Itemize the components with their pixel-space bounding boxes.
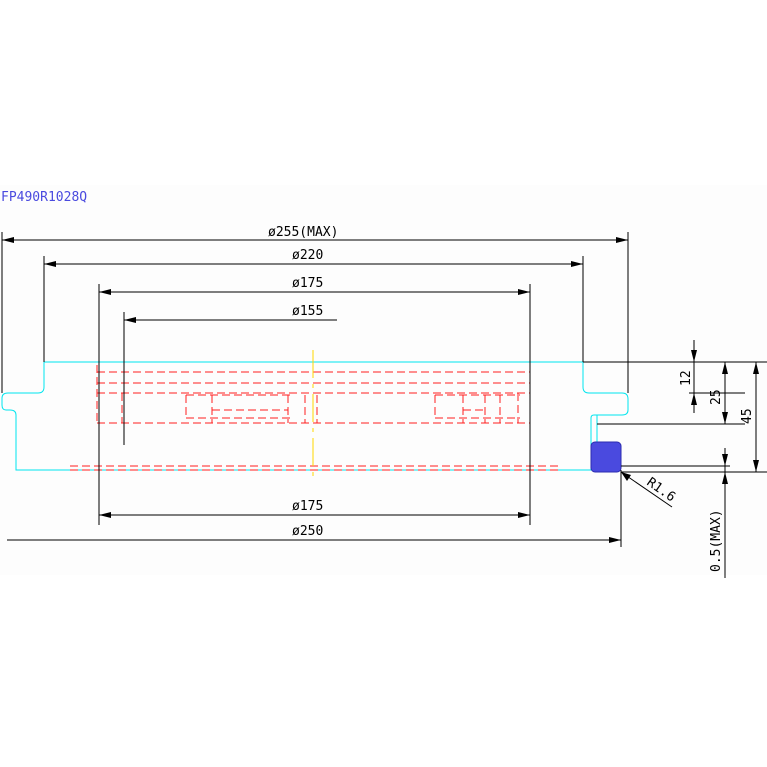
drawing-sheet (0, 185, 767, 575)
arrow-155-left (124, 317, 136, 323)
label-h25: 25 (709, 389, 724, 405)
arrow-220-left (44, 261, 56, 267)
label-d175-top: ø175 (292, 276, 323, 291)
arrow-12-top (691, 350, 697, 362)
arrow-175b-left (99, 512, 111, 518)
label-d175-bottom: ø175 (292, 499, 323, 514)
seal-ring-section (590, 441, 622, 473)
label-h12: 12 (679, 370, 694, 386)
label-gap: 0.5(MAX) (709, 509, 724, 572)
arrow-25-bottom (722, 412, 728, 424)
arrow-radius (621, 472, 631, 481)
label-d255-max: ø255(MAX) (268, 225, 338, 240)
arrow-12-bottom (691, 393, 697, 405)
arrowheads (2, 237, 759, 543)
arrow-gap-bottom (722, 472, 728, 484)
label-d155: ø155 (292, 304, 323, 319)
arrow-175t-left (99, 289, 111, 295)
label-h45: 45 (740, 408, 755, 424)
arrow-175t-right (518, 289, 530, 295)
arrow-250-right (609, 537, 621, 543)
arrow-255-left (2, 237, 14, 243)
arrow-255-right (616, 237, 628, 243)
arrow-gap-top (722, 454, 728, 466)
arrow-25-top (722, 362, 728, 374)
arrow-175b-right (518, 512, 530, 518)
radius-leader (620, 471, 673, 508)
arrow-45-bottom (753, 460, 759, 472)
dimension-lines (1, 232, 767, 578)
part-number-title: FP490R1028Q (1, 190, 87, 205)
arrow-45-top (753, 362, 759, 374)
label-d250: ø250 (292, 524, 323, 539)
label-d220: ø220 (292, 248, 323, 263)
arrow-220-right (571, 261, 583, 267)
